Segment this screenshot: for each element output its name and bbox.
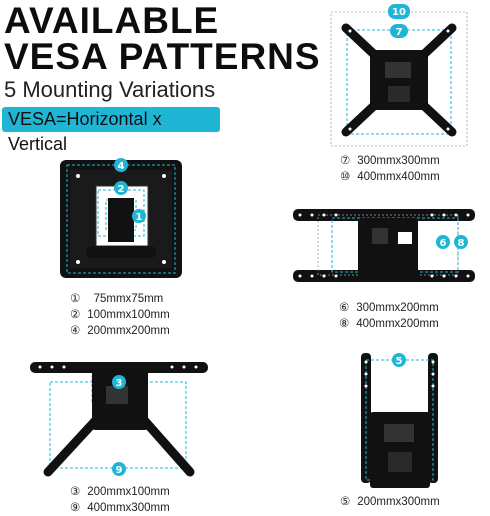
mount-x-top-right	[330, 11, 468, 147]
marker-3: 3	[112, 375, 126, 389]
caption-group-top-right: ⑦ 300mmx300mm ⑩ 400mmx400mm	[340, 153, 440, 185]
marker-7: 7	[390, 24, 408, 38]
vesa-definition-badge: VESA=Horizontal x Vertical	[2, 107, 220, 154]
mount-x-bottom-left	[30, 362, 208, 477]
mount-plate-middle-left	[60, 160, 182, 278]
caption-line: ⑦ 300mmx300mm	[340, 155, 440, 167]
svg-text:5: 5	[396, 356, 403, 367]
caption-group-bottom-left: ③ 200mmx100mm ⑨ 400mmx300mm	[70, 484, 170, 516]
marker-4: 4	[114, 158, 128, 172]
caption-line: ⑧ 400mmx200mm	[339, 318, 439, 330]
marker-5: 5	[392, 353, 406, 367]
caption-line: ④ 200mmx200mm	[70, 325, 170, 337]
caption-line: ① 75mmx75mm	[70, 293, 164, 305]
mount-vertical-bottom-right	[361, 353, 438, 488]
caption-line: ⑨ 400mmx300mm	[70, 502, 170, 514]
svg-text:9: 9	[116, 465, 123, 476]
svg-text:7: 7	[396, 27, 403, 38]
marker-1: 1	[132, 209, 146, 223]
mount-rails-middle-right	[293, 209, 475, 282]
svg-text:4: 4	[118, 161, 125, 172]
caption-group-middle-left: ① 75mmx75mm ② 100mmx100mm ④ 200mmx200mm	[70, 291, 170, 339]
caption-line: ⑥ 300mmx200mm	[339, 302, 439, 314]
caption-line: ⑩ 400mmx400mm	[340, 171, 440, 183]
svg-text:3: 3	[116, 378, 123, 389]
svg-text:10: 10	[392, 7, 406, 18]
caption-line: ③ 200mmx100mm	[70, 486, 170, 498]
svg-text:2: 2	[118, 184, 125, 195]
subtitle: 5 Mounting Variations	[4, 77, 216, 102]
marker-2: 2	[114, 181, 128, 195]
marker-8: 8	[454, 235, 468, 249]
marker-10: 10	[388, 4, 410, 19]
caption-group-middle-right: ⑥ 300mmx200mm ⑧ 400mmx200mm	[339, 300, 439, 332]
marker-6: 6	[436, 235, 450, 249]
marker-9: 9	[112, 462, 126, 476]
caption-group-bottom-right: ⑤ 200mmx300mm	[340, 494, 440, 510]
caption-line: ⑤ 200mmx300mm	[340, 496, 440, 508]
svg-text:1: 1	[136, 212, 143, 223]
heading-line-1: AVAILABLE	[4, 0, 220, 41]
svg-text:8: 8	[458, 238, 465, 249]
caption-line: ② 100mmx100mm	[70, 309, 170, 321]
heading-line-2: VESA PATTERNS	[4, 36, 321, 77]
svg-text:6: 6	[440, 238, 447, 249]
